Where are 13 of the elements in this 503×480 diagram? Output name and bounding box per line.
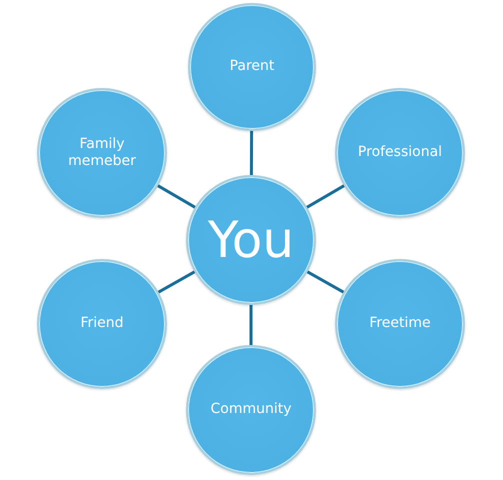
node-label: Professional xyxy=(358,144,442,162)
node-label: You xyxy=(208,215,294,265)
node-label: Parent xyxy=(230,58,274,76)
node-label: Family memeber xyxy=(67,136,137,170)
node-label: Freetime xyxy=(369,315,431,333)
node-label: Friend xyxy=(80,315,124,333)
node-label: Community xyxy=(210,401,292,419)
connector-line xyxy=(306,270,345,294)
connector-line xyxy=(156,184,196,209)
connector-line xyxy=(306,184,346,209)
connector-line xyxy=(250,304,252,346)
connector-line xyxy=(157,270,196,294)
connector-line xyxy=(250,130,254,176)
